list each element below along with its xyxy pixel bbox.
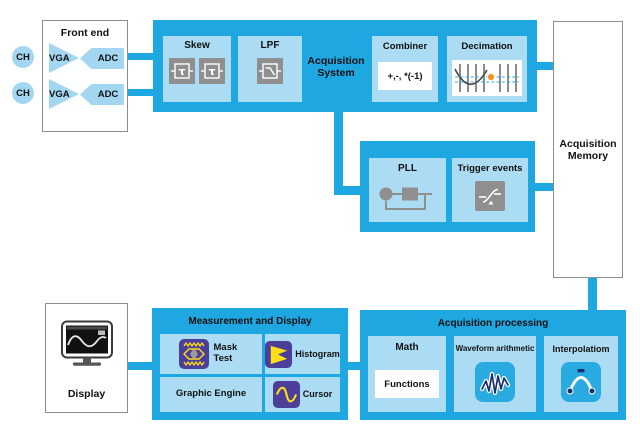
combiner-title: Combiner [382, 41, 428, 52]
interpolation-title: Interpolatiom [552, 344, 610, 354]
decimation-title: Decimation [461, 41, 513, 52]
mask-test-label: Mask Test [213, 342, 238, 364]
interpolation-box: Interpolatiom [544, 336, 618, 412]
trigger-events-box: Trigger events [452, 158, 528, 222]
histogram-icon [265, 340, 293, 368]
waveform-icon [475, 362, 515, 402]
acquisition-memory-block: Acquisition Memory [553, 21, 623, 278]
connector-acqsystem-trigger-horizontal [334, 186, 360, 195]
adc-converter-ch2: ADC [80, 84, 124, 105]
trigger-events-title: Trigger events [457, 163, 523, 174]
connector-acqsystem-trigger-vertical [334, 112, 343, 195]
decimation-box: Decimation [447, 36, 527, 102]
tau-delay-icon: τ [199, 58, 225, 84]
graphic-engine-cell: Graphic Engine [160, 377, 262, 412]
measurement-display-title: Measurement and Display [188, 316, 312, 327]
combiner-box: Combiner +,-, *(-1) [372, 36, 438, 102]
tau-delay-icon: τ [169, 58, 195, 84]
mask-test-cell: Mask Test [160, 334, 262, 374]
trigger-slope-icon [475, 181, 505, 211]
lpf-box: LPF [238, 36, 302, 102]
display-label: Display [67, 388, 106, 400]
sampled-curve-icon [452, 60, 522, 96]
trigger-system-block: PLL Trigger events [360, 141, 535, 232]
connector-frontend-acqsystem-ch1 [128, 53, 153, 60]
vga-label-ch2: VGA [49, 88, 70, 100]
math-title: Math [395, 342, 419, 353]
skew-box: Skew τ [163, 36, 231, 102]
low-pass-filter-icon [257, 58, 283, 84]
interpolation-curve-icon [561, 362, 601, 402]
histogram-cell: Histogram [265, 334, 340, 374]
front-end-block: Front end VGA ADC VGA ADC [42, 20, 128, 132]
measurement-display-block: Measurement and Display Mask Test [152, 308, 348, 420]
cursor-waveform-icon [272, 381, 300, 408]
histogram-label: Histogram [295, 348, 340, 359]
svg-text:τ: τ [208, 65, 215, 78]
mask-test-icon [178, 339, 209, 369]
pll-title: PLL [398, 163, 417, 174]
acquisition-system-block: Skew τ [153, 20, 537, 112]
monitor-icon [60, 320, 114, 370]
math-box: Math Functions [368, 336, 446, 412]
connector-acqsystem-memory [537, 62, 553, 70]
adc-label-ch2: ADC [97, 89, 119, 100]
connector-trigger-memory [535, 183, 553, 191]
pll-loop-icon [377, 182, 439, 214]
cursor-cell: Cursor [265, 377, 340, 412]
waveform-arithmetic-box: Waveform arithmetic [454, 336, 536, 412]
vga-label-ch1: VGA [49, 52, 70, 64]
acquisition-processing-block: Acquisition processing Math Functions Wa… [360, 310, 626, 420]
channel-input-ch1: CH [12, 46, 34, 68]
cursor-label: Cursor [302, 389, 333, 400]
acquisition-memory-label: Acquisition Memory [559, 138, 617, 162]
adc-converter-ch1: ADC [80, 48, 124, 69]
skew-title: Skew [184, 40, 210, 51]
connector-processing-measurement [348, 362, 360, 370]
graphic-engine-label: Graphic Engine [175, 388, 247, 400]
adc-tag-icon [80, 48, 124, 69]
adc-label-ch1: ADC [97, 53, 119, 64]
vga-amplifier-ch1: VGA [49, 43, 79, 73]
vga-amplifier-ch2: VGA [49, 79, 79, 109]
svg-text:τ: τ [178, 65, 185, 78]
lpf-title: LPF [260, 40, 280, 51]
combiner-operations: +,-, *(-1) [378, 62, 432, 90]
waveform-arithmetic-title: Waveform arithmetic [455, 344, 535, 353]
acquisition-system-label: Acquisition System [307, 55, 365, 79]
display-block: Display [45, 303, 128, 413]
adc-tag-icon [80, 84, 124, 105]
math-functions-box: Functions [375, 370, 439, 398]
acquisition-processing-title: Acquisition processing [437, 318, 549, 329]
pll-box: PLL [369, 158, 446, 222]
connector-memory-processing [588, 278, 597, 310]
connector-frontend-acqsystem-ch2 [128, 89, 153, 96]
channel-input-ch2: CH [12, 82, 34, 104]
connector-measurement-display [128, 362, 152, 370]
front-end-title: Front end [60, 27, 110, 39]
